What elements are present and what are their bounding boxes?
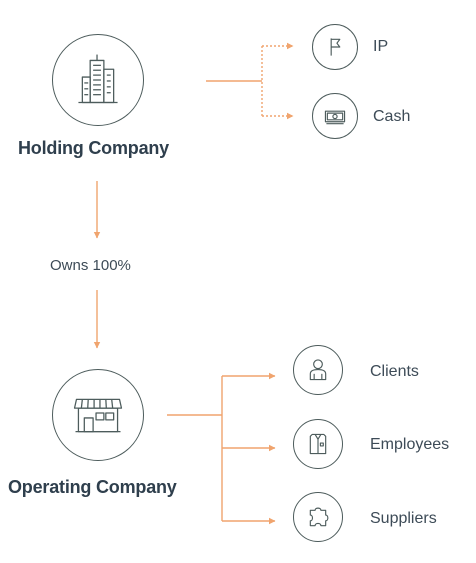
ownership-label: Owns 100% bbox=[50, 257, 131, 274]
cash-label: Cash bbox=[373, 108, 411, 125]
holding-asset-connector bbox=[206, 42, 294, 120]
shirt-icon bbox=[309, 433, 327, 455]
puzzle-icon bbox=[309, 507, 329, 527]
ip-node bbox=[312, 24, 358, 70]
operating-company-node bbox=[52, 369, 144, 461]
ip-label: IP bbox=[373, 38, 389, 55]
suppliers-label: Suppliers bbox=[370, 510, 437, 527]
holding-company-label: Holding Company bbox=[18, 138, 169, 158]
operating-relation-connector bbox=[167, 372, 276, 525]
person-icon bbox=[309, 359, 327, 381]
clients-label: Clients bbox=[370, 363, 419, 380]
operating-company-label: Operating Company bbox=[8, 477, 177, 497]
building-icon bbox=[78, 54, 118, 104]
flag-icon bbox=[330, 38, 341, 56]
banknote-icon bbox=[324, 110, 346, 125]
employees-label: Employees bbox=[370, 436, 450, 453]
clients-node bbox=[293, 345, 343, 395]
cash-node bbox=[312, 93, 358, 139]
holding-company-node bbox=[52, 34, 144, 126]
employees-node bbox=[293, 419, 343, 469]
storefront-icon bbox=[73, 398, 123, 433]
suppliers-node bbox=[293, 492, 343, 542]
